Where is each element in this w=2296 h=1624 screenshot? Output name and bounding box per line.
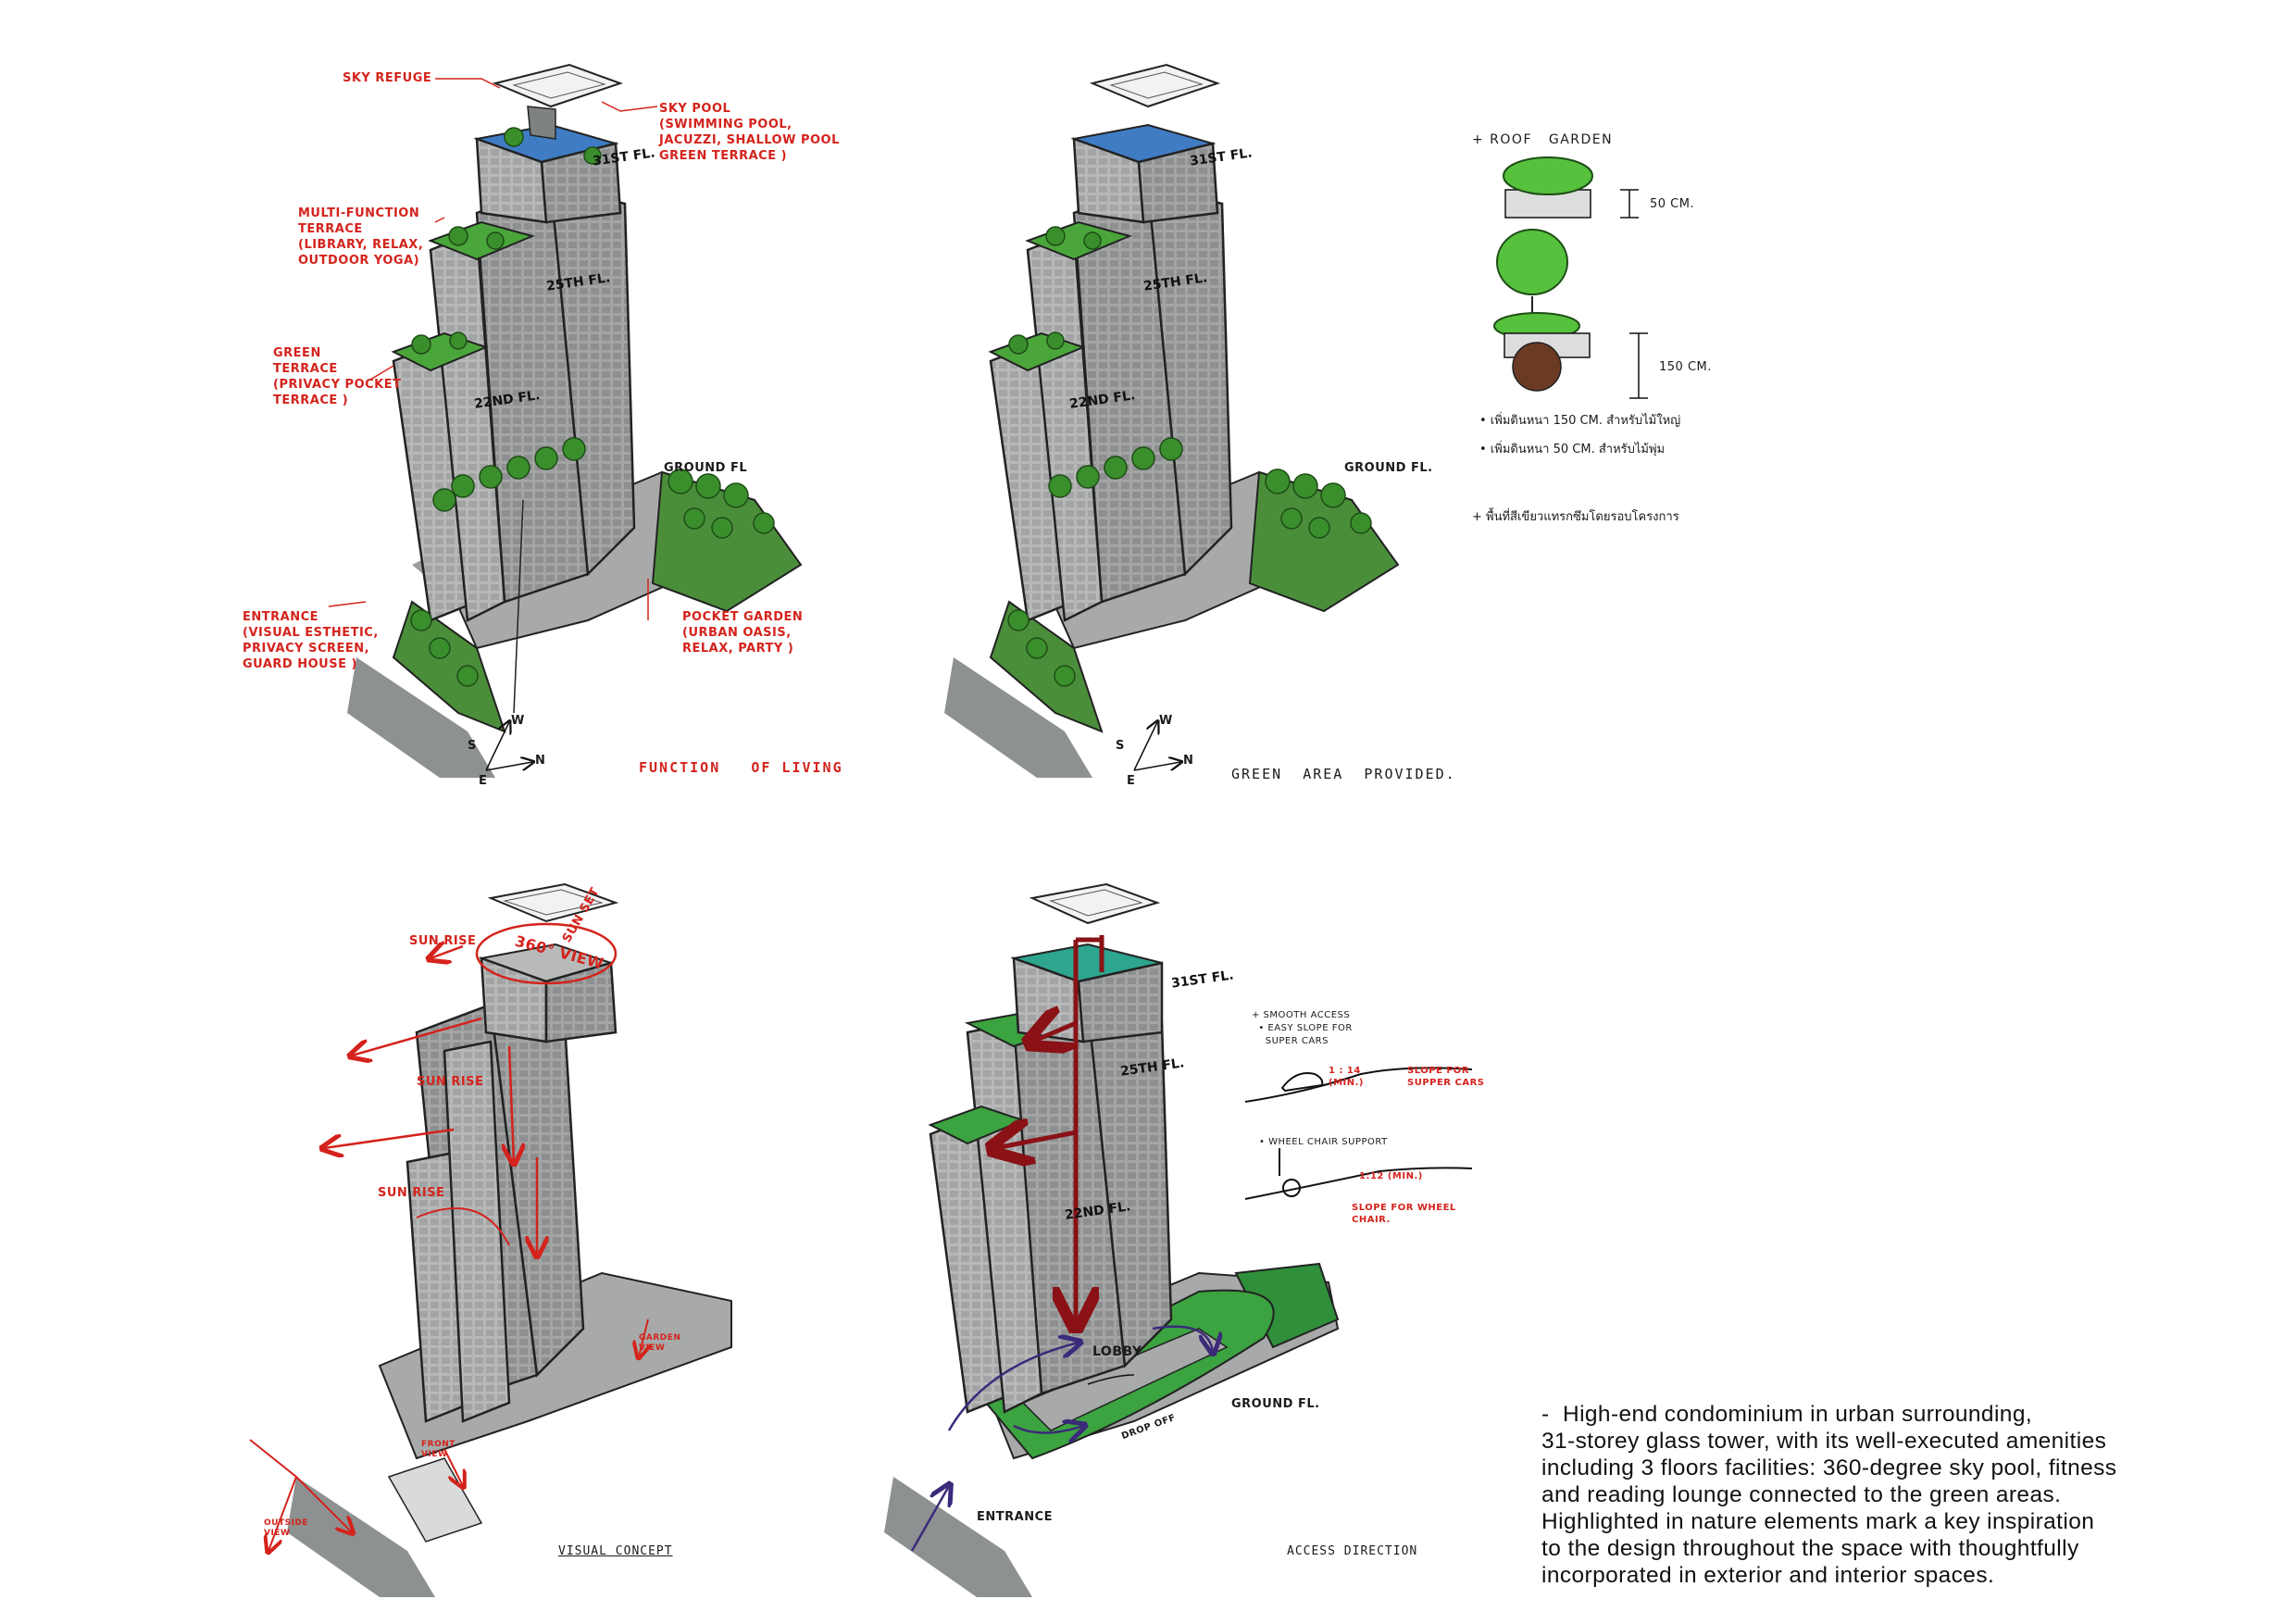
label-outside-view: OUTSIDE VIEW bbox=[264, 1518, 309, 1538]
label-sky-refuge: SKY REFUGE bbox=[343, 71, 432, 85]
label-entrance: ENTRANCE (VISUAL ESTHETIC, PRIVACY SCREE… bbox=[243, 610, 379, 671]
description-line: 31-storey glass tower, with its well-exe… bbox=[1541, 1429, 2107, 1454]
compass-w-2: W bbox=[1159, 714, 1173, 728]
label-ground-floor-2: GROUND FL. bbox=[1344, 461, 1433, 475]
smooth-access-note: + SMOOTH ACCESS • EASY SLOPE FOR SUPER C… bbox=[1252, 1010, 1353, 1046]
description-line: incorporated in exterior and interior sp… bbox=[1541, 1563, 1995, 1588]
roof-garden-note-3: + พื้นที่สีเขียวแทรกซึมโดยรอบโครงการ bbox=[1472, 510, 1679, 524]
caption-access-direction: ACCESS DIRECTION bbox=[1287, 1544, 1418, 1558]
compass-rose-1 bbox=[485, 722, 532, 771]
compass-s-2: S bbox=[1116, 739, 1125, 753]
tower-green bbox=[944, 63, 1400, 778]
tower-access bbox=[884, 882, 1340, 1597]
roof-garden-note-2: • เพิ่มดินหนา 50 CM. สำหรับไม้พุ่ม bbox=[1479, 443, 1666, 456]
compass-rose-2 bbox=[1133, 722, 1180, 771]
slope-wheel-ratio: 1:12 (MIN.) bbox=[1359, 1171, 1423, 1181]
label-garden-view: GARDEN VIEW bbox=[639, 1333, 681, 1353]
slope-sketches bbox=[1244, 1067, 1473, 1200]
label-entrance-4: ENTRANCE bbox=[977, 1510, 1053, 1524]
compass-n-2: N bbox=[1183, 754, 1194, 768]
wheel-chair-note: • WHEEL CHAIR SUPPORT bbox=[1259, 1137, 1388, 1147]
label-green-terrace: GREEN TERRACE (PRIVACY POCKET TERRACE ) bbox=[273, 346, 402, 407]
compass-e-2: E bbox=[1127, 774, 1136, 788]
label-ground-floor-1: GROUND FL bbox=[664, 461, 748, 475]
slope-car-label: SLOPE FOR SUPPER CARS bbox=[1407, 1066, 1485, 1088]
compass-e-1: E bbox=[479, 774, 488, 788]
roof-garden-title: + ROOF GARDEN bbox=[1472, 132, 1614, 147]
description-line: - High-end condominium in urban surround… bbox=[1541, 1402, 2033, 1427]
label-pocket-garden: POCKET GARDEN (URBAN OASIS, RELAX, PARTY… bbox=[682, 610, 804, 656]
label-front-view: FRONT VIEW bbox=[421, 1440, 455, 1459]
tower-visual bbox=[249, 882, 732, 1597]
project-description: - High-end condominium in urban surround… bbox=[1541, 1401, 2282, 1589]
caption-visual-concept: VISUAL CONCEPT bbox=[558, 1544, 673, 1558]
description-line: Highlighted in nature elements mark a ke… bbox=[1541, 1509, 2095, 1534]
dim-50cm: 50 CM. bbox=[1650, 197, 1695, 211]
slope-car-ratio: 1 : 14 (MIN.) bbox=[1329, 1066, 1364, 1088]
dim-150cm: 150 CM. bbox=[1659, 360, 1712, 374]
slope-wheel-label: SLOPE FOR WHEEL CHAIR. bbox=[1352, 1203, 1456, 1225]
description-line: including 3 floors facilities: 360-degre… bbox=[1541, 1455, 2117, 1480]
label-multi-function-terrace: MULTI-FUNCTION TERRACE (LIBRARY, RELAX, … bbox=[298, 206, 424, 268]
roof-garden-sketch bbox=[1493, 156, 1648, 399]
description-line: and reading lounge connected to the gree… bbox=[1541, 1482, 2062, 1507]
label-ground-floor-4: GROUND FL. bbox=[1231, 1397, 1320, 1411]
label-lobby: LOBBY bbox=[1092, 1344, 1142, 1359]
leader-lines bbox=[328, 78, 658, 620]
compass-n-1: N bbox=[535, 754, 546, 768]
label-sun-rise-1: SUN RISE bbox=[409, 934, 477, 948]
label-sun-rise-3: SUN RISE bbox=[378, 1186, 445, 1200]
caption-green-area-provided: GREEN AREA PROVIDED. bbox=[1231, 766, 1456, 782]
tower-function bbox=[347, 63, 803, 778]
compass-w-1: W bbox=[511, 714, 525, 728]
label-sky-pool: SKY POOL (SWIMMING POOL, JACUZZI, SHALLO… bbox=[659, 102, 840, 163]
label-sun-rise-2: SUN RISE bbox=[417, 1075, 484, 1089]
roof-garden-note-1: • เพิ่มดินหนา 150 CM. สำหรับไม้ใหญ่ bbox=[1479, 414, 1681, 428]
compass-s-1: S bbox=[468, 739, 477, 753]
caption-function-of-living: FUNCTION OF LIVING bbox=[639, 759, 843, 776]
description-line: to the design throughout the space with … bbox=[1541, 1536, 2079, 1561]
